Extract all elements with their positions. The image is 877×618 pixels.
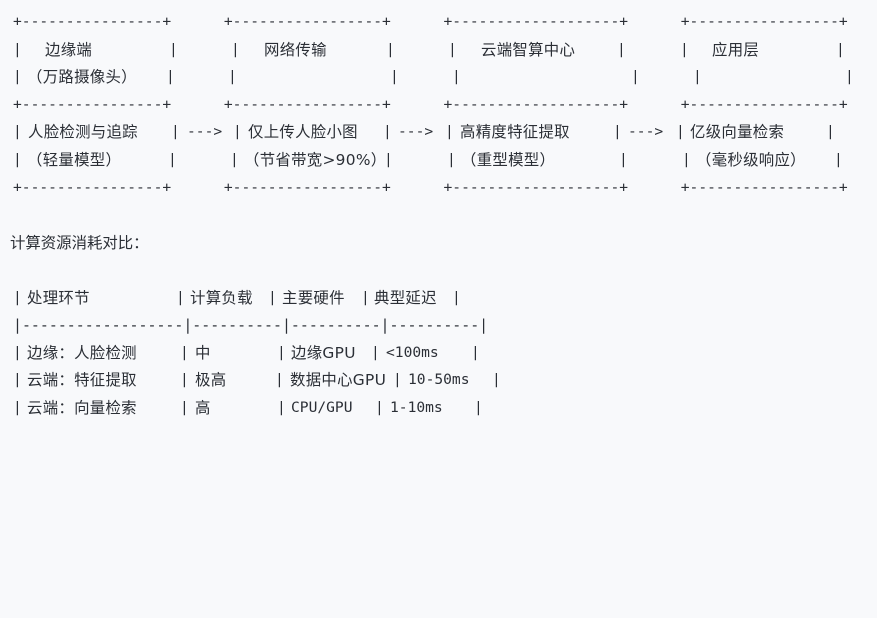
box-border: |	[166, 68, 175, 85]
box-border: |	[168, 151, 177, 168]
box-border: |	[693, 68, 702, 85]
table-border: |	[268, 289, 277, 306]
box-border: |	[445, 123, 454, 140]
box-border: |	[233, 123, 242, 140]
table-header-row: | 处理环节 | 计算负载 | 主要硬件 | 典型延迟 |	[0, 288, 461, 308]
box-border: |	[617, 41, 626, 58]
box-border: |	[452, 68, 461, 85]
arrow-right-icon: --->	[187, 123, 223, 140]
box-border: |	[231, 41, 240, 58]
cell-hardware: CPU/GPU	[291, 399, 353, 416]
box-network-function: 仅上传人脸小图	[248, 123, 358, 141]
table-border: |	[180, 371, 189, 388]
box-border: |	[171, 123, 180, 140]
box-border: |	[845, 68, 854, 85]
diagram-subtitle-row: | （万路摄像头） | | | | | | |	[0, 67, 854, 87]
cell-latency: 10-50ms	[408, 371, 470, 388]
box-edge-note: （轻量模型）	[27, 151, 122, 169]
table-border: |	[13, 344, 22, 361]
table-border: |	[176, 289, 185, 306]
table-border: |	[393, 371, 402, 388]
box-border: |	[676, 123, 685, 140]
box-border: |	[631, 68, 640, 85]
box-cloud-note: （重型模型）	[461, 151, 556, 169]
table-border: |	[13, 289, 22, 306]
box-network-title: 网络传输	[264, 41, 327, 59]
box-border: |	[230, 151, 239, 168]
box-app-title: 应用层	[712, 41, 760, 59]
box-border: |	[13, 151, 22, 168]
diagram-function-row: | 人脸检测与追踪 | ---> | 仅上传人脸小图 | ---> | 高精度特…	[0, 122, 835, 142]
box-border: |	[680, 41, 689, 58]
box-cloud-title: 云端智算中心	[481, 41, 576, 59]
box-edge-title: 边缘端	[45, 41, 93, 59]
table-border: |	[371, 344, 380, 361]
box-border: |	[613, 123, 622, 140]
table-border: |	[375, 399, 384, 416]
box-app-function: 亿级向量检索	[690, 123, 785, 141]
box-border: |	[682, 151, 691, 168]
table-border: |	[474, 399, 483, 416]
diagram-note-row: | （轻量模型） | | （节省带宽>90%） | | （重型模型） | | （…	[0, 150, 843, 170]
cell-hardware: 边缘GPU	[291, 344, 356, 362]
table-border: |	[180, 399, 189, 416]
cell-stage: 边缘：人脸检测	[27, 344, 137, 362]
table-border: |	[277, 344, 286, 361]
table-border: |	[13, 399, 22, 416]
table-border: |	[180, 344, 189, 361]
box-border: |	[390, 68, 399, 85]
diagram-border-bottom: +----------------+ +-----------------+ +…	[13, 179, 848, 196]
diagram-border-middle: +----------------+ +-----------------+ +…	[13, 96, 848, 113]
code-block: +----------------+ +-----------------+ +…	[0, 13, 854, 418]
box-border: |	[13, 41, 22, 58]
header-stage: 处理环节	[27, 289, 90, 307]
cell-stage: 云端：向量检索	[27, 399, 137, 417]
table-border: |	[492, 371, 501, 388]
box-border: |	[386, 41, 395, 58]
header-hardware: 主要硬件	[282, 289, 345, 307]
diagram-border-top: +----------------+ +-----------------+ +…	[13, 13, 848, 30]
cell-latency: 1-10ms	[390, 399, 443, 416]
comparison-title: 计算资源消耗对比：	[10, 234, 149, 252]
header-latency: 典型延迟	[374, 289, 437, 307]
table-border: |	[275, 371, 284, 388]
box-border: |	[228, 68, 237, 85]
box-border: |	[13, 123, 22, 140]
cell-load: 中	[195, 344, 211, 362]
box-border: |	[13, 68, 22, 85]
cell-load: 极高	[195, 371, 227, 389]
cell-latency: <100ms	[386, 344, 439, 361]
box-border: |	[169, 41, 178, 58]
box-border: |	[834, 151, 843, 168]
arrow-right-icon: --->	[398, 123, 434, 140]
table-separator: |------------------|----------|---------…	[13, 316, 489, 334]
box-border: |	[826, 123, 835, 140]
box-border: |	[384, 151, 393, 168]
table-border: |	[13, 371, 22, 388]
table-border: |	[452, 289, 461, 306]
diagram-title-row: | 边缘端 | | 网络传输 | | 云端智算中心 | | 应用层 |	[0, 40, 845, 60]
box-border: |	[836, 41, 845, 58]
table-row: | 云端：向量检索 | 高 | CPU/GPU | 1-10ms |	[0, 398, 483, 418]
table-border: |	[471, 344, 480, 361]
box-border: |	[383, 123, 392, 140]
box-edge-subtitle: （万路摄像头）	[27, 68, 137, 86]
box-border: |	[619, 151, 628, 168]
cell-load: 高	[195, 399, 211, 417]
arrow-right-icon: --->	[628, 123, 664, 140]
cell-hardware: 数据中心GPU	[290, 371, 387, 389]
box-border: |	[448, 41, 457, 58]
box-edge-function: 人脸检测与追踪	[28, 123, 138, 141]
header-load: 计算负载	[190, 289, 253, 307]
box-cloud-function: 高精度特征提取	[460, 123, 570, 141]
table-border: |	[277, 399, 286, 416]
table-row: | 边缘：人脸检测 | 中 | 边缘GPU | <100ms |	[0, 343, 480, 363]
cell-stage: 云端：特征提取	[27, 371, 137, 389]
box-border: |	[447, 151, 456, 168]
box-network-note: （节省带宽>90%）	[244, 151, 387, 169]
table-row: | 云端：特征提取 | 极高 | 数据中心GPU | 10-50ms |	[0, 370, 501, 390]
table-border: |	[361, 289, 370, 306]
box-app-note: （毫秒级响应）	[696, 151, 806, 169]
